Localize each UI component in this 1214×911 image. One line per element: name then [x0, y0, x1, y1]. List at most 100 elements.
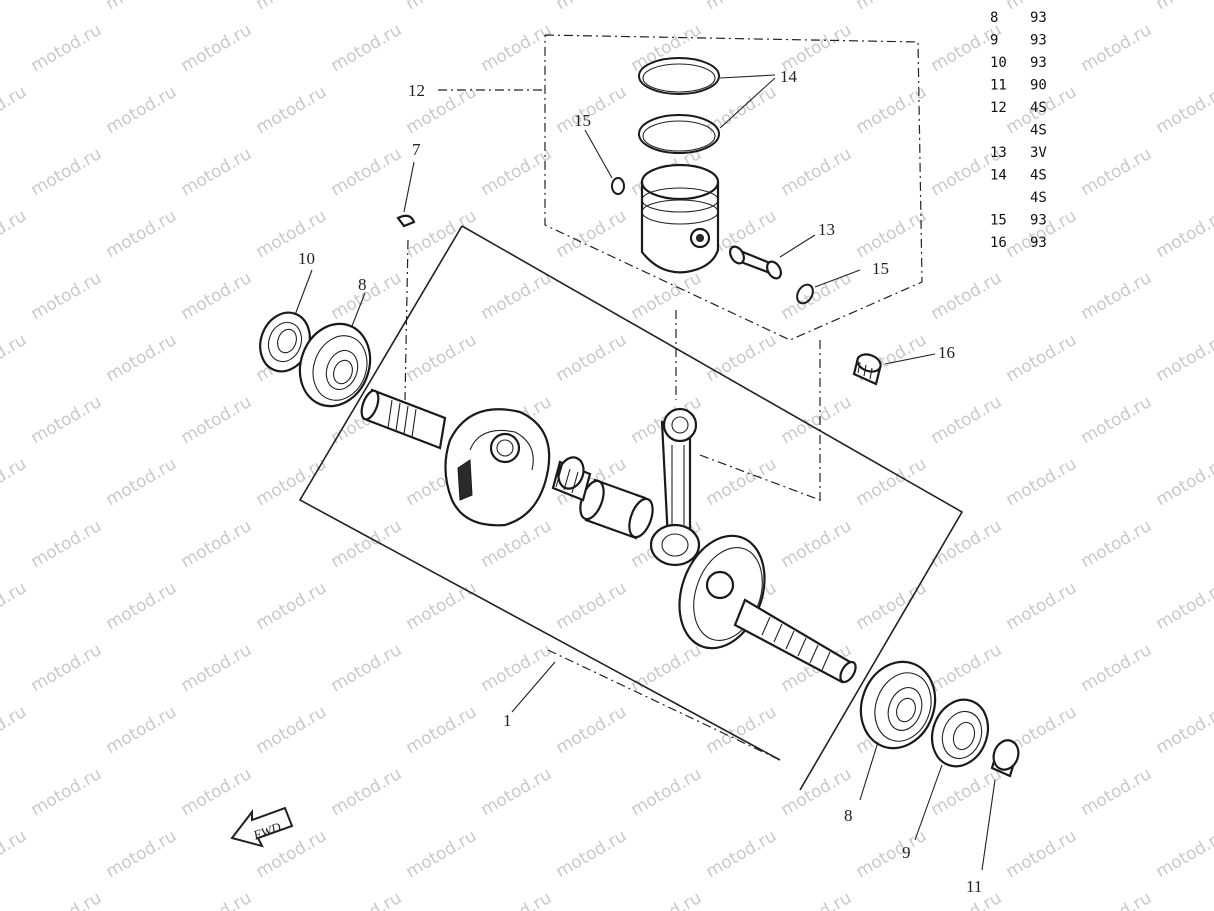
callout-1: 1 — [503, 711, 512, 730]
watermark-text: motod.ru — [403, 826, 481, 882]
watermark-text: motod.ru — [103, 0, 181, 14]
watermark-text: motod.ru — [328, 888, 406, 911]
callout-13: 13 — [818, 220, 835, 239]
crank-pin — [579, 478, 654, 540]
watermark-text: motod.ru — [553, 206, 631, 262]
parts-table-ref: 16 — [990, 235, 1007, 251]
parts-table-ref: 12 — [990, 100, 1007, 116]
watermark-text: motod.ru — [28, 20, 106, 76]
crankshaft-left-half — [360, 388, 551, 527]
watermark-text: motod.ru — [0, 82, 30, 138]
watermark-text: motod.ru — [703, 82, 781, 138]
watermark-text: motod.ru — [478, 888, 556, 911]
watermark-text: motod.ru — [628, 640, 706, 696]
watermark-text: motod.ru — [1078, 20, 1156, 76]
watermark-text: motod.ru — [328, 764, 406, 820]
circlip-upper — [584, 129, 625, 195]
watermark-text: motod.ru — [703, 0, 781, 14]
watermark-text: motod.ru — [928, 268, 1006, 324]
watermark-text: motod.ru — [103, 206, 181, 262]
watermark-text: motod.ru — [403, 330, 481, 386]
watermark-text: motod.ru — [403, 0, 481, 14]
watermark-text: motod.ru — [1003, 578, 1081, 634]
callout-11: 11 — [966, 877, 982, 896]
parts-table-ref: 11 — [990, 78, 1007, 94]
watermark-text: motod.ru — [703, 454, 781, 510]
watermark-text: motod.ru — [0, 206, 30, 262]
watermark-text: motod.ru — [553, 702, 631, 758]
alignment-axes — [404, 239, 821, 505]
parts-table-ref: 10 — [990, 55, 1007, 71]
parts-table-code: 4S — [1030, 100, 1047, 116]
parts-table-code: 90 — [1030, 78, 1047, 94]
parts-table-code: 3V — [1030, 145, 1047, 161]
callout-15-upper: 15 — [574, 111, 591, 130]
watermark-text: motod.ru — [1078, 640, 1156, 696]
watermark-text: motod.ru — [853, 826, 931, 882]
watermark-text: motod.ru — [103, 826, 181, 882]
parts-table-code: 4S — [1030, 190, 1047, 206]
watermark-text: motod.ru — [328, 516, 406, 572]
piston-pin — [729, 234, 816, 280]
callout-15-lower: 15 — [872, 259, 889, 278]
watermark-text: motod.ru — [103, 578, 181, 634]
watermark-text: motod.ru — [1078, 888, 1156, 911]
watermark-text: motod.ru — [478, 20, 556, 76]
watermark-text: motod.ru — [1003, 826, 1081, 882]
watermark-text: motod.ru — [478, 640, 556, 696]
watermark-text: motod.ru — [1078, 764, 1156, 820]
watermark-text: motod.ru — [928, 392, 1006, 448]
ring-leader-lines — [719, 74, 776, 129]
collar — [981, 739, 1020, 871]
watermark-text: motod.ru — [778, 392, 856, 448]
watermark-text: motod.ru — [178, 764, 256, 820]
watermark-text: motod.ru — [253, 82, 331, 138]
watermark-text: motod.ru — [0, 826, 30, 882]
watermark-text: motod.ru — [178, 888, 256, 911]
woodruff-key — [396, 161, 416, 228]
watermark-text: motod.ru — [1078, 516, 1156, 572]
watermark-text: motod.ru — [778, 888, 856, 911]
watermark-text: motod.ru — [628, 888, 706, 911]
watermark-text: motod.ru — [1078, 144, 1156, 200]
watermark-text: motod.ru — [0, 330, 30, 386]
watermark-text: motod.ru — [253, 702, 331, 758]
watermark-text: motod.ru — [628, 20, 706, 76]
watermark-text: motod.ru — [328, 144, 406, 200]
watermark-text: motod.ru — [178, 640, 256, 696]
watermark-text: motod.ru — [178, 268, 256, 324]
watermark-text: motod.ru — [553, 826, 631, 882]
watermark-text: motod.ru — [853, 454, 931, 510]
watermark-text: motod.ru — [0, 0, 30, 14]
parts-table-code: 4S — [1030, 168, 1047, 184]
callout-12: 12 — [408, 81, 425, 100]
parts-table-code: 93 — [1030, 10, 1047, 26]
watermark-text: motod.ru — [0, 578, 30, 634]
watermark-text: motod.ru — [478, 268, 556, 324]
watermark-text: motod.ru — [28, 144, 106, 200]
watermark-text: motod.ru — [1078, 268, 1156, 324]
watermark-text: motod.ru — [28, 764, 106, 820]
oil-seal-left — [259, 269, 313, 373]
watermark-text: motod.ru — [103, 454, 181, 510]
callout-9: 9 — [902, 843, 911, 862]
watermark-text: motod.ru — [403, 702, 481, 758]
watermark-text: motod.ru — [553, 0, 631, 14]
watermark-text: motod.ru — [778, 144, 856, 200]
forward-arrow-icon: FWD — [230, 806, 294, 848]
watermark-text: motod.ru — [853, 0, 931, 14]
callouts: 1 7 8 8 9 10 11 12 13 14 15 15 16 — [298, 67, 982, 896]
watermark-text: motod.ru — [103, 82, 181, 138]
watermark-text: motod.ru — [253, 206, 331, 262]
parts-table-code: 4S — [1030, 123, 1047, 139]
watermark-text: motod.ru — [1153, 0, 1214, 14]
watermark-text: motod.ru — [28, 516, 106, 572]
watermark-text: motod.ru — [703, 826, 781, 882]
piston-ring-upper — [638, 57, 720, 95]
watermark-text: motod.ru — [328, 20, 406, 76]
watermark-text: motod.ru — [1153, 330, 1214, 386]
watermark-text: motod.ru — [28, 392, 106, 448]
watermark-text: motod.ru — [553, 82, 631, 138]
needle-bearing-big-end — [551, 456, 592, 502]
